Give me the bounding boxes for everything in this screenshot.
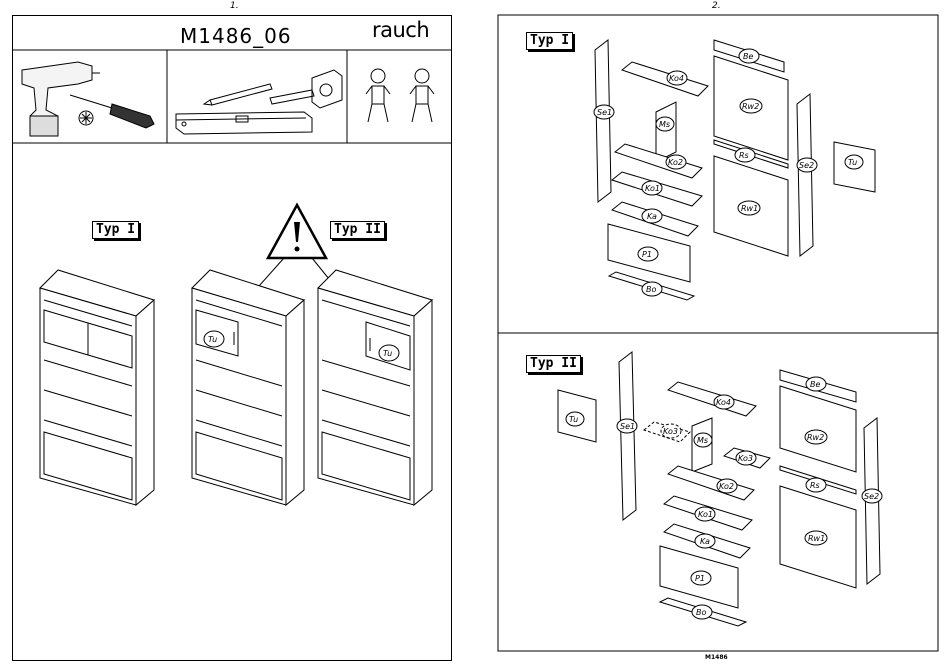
part-label: Rs	[810, 481, 820, 490]
part-label: Ms	[659, 120, 670, 129]
typ1-label-left: Typ I	[92, 221, 139, 239]
person-icon	[410, 69, 434, 122]
typ2-label-right: Typ II	[526, 355, 581, 373]
footer-code: M1486	[705, 654, 728, 661]
part-label: Be	[810, 380, 820, 389]
part-label: Rs	[739, 151, 749, 160]
part-label: Ka	[700, 537, 710, 546]
cabinet-typ2	[318, 270, 432, 505]
warning-icon	[268, 205, 326, 258]
part-label: Ko1	[645, 184, 660, 193]
spirit-level-icon	[176, 112, 312, 134]
part-label: Tu	[848, 158, 857, 167]
torx-bit-icon	[79, 111, 93, 125]
tape-measure-icon	[270, 70, 342, 108]
part-label: Ko1	[698, 510, 713, 519]
cabinet-typ1-door	[192, 270, 304, 505]
part-label: P1	[642, 250, 652, 259]
person-icon	[366, 69, 390, 122]
part-label: Ko2	[668, 158, 683, 167]
part-label: Se1	[597, 108, 612, 117]
part-label: Ms	[697, 436, 708, 445]
part-label: Rw2	[807, 433, 824, 442]
typ1-label-right: Typ I	[526, 32, 573, 50]
part-label: Bo	[696, 608, 706, 617]
part-label: Tu	[569, 415, 578, 424]
cabinet-typ1	[40, 270, 154, 505]
part-label: Se2	[864, 492, 879, 501]
door-label: Tu	[383, 349, 392, 358]
part-label: Rw1	[741, 204, 758, 213]
part-label: Ko4	[669, 74, 684, 83]
part-label: Ka	[647, 212, 657, 221]
typ2-label-left: Typ II	[330, 221, 385, 239]
part-label: Ko4	[716, 398, 731, 407]
part-label: Ko3	[663, 427, 678, 436]
door-label: Tu	[208, 335, 217, 344]
typ1-exploded-view	[595, 40, 875, 300]
part-label: Rw2	[742, 102, 759, 111]
part-label: Bo	[646, 285, 656, 294]
part-label: Se1	[620, 422, 635, 431]
part-label: Rw1	[808, 534, 825, 543]
part-label: Be	[743, 52, 753, 61]
pencil-icon	[204, 84, 272, 105]
part-label: Ko3	[738, 454, 753, 463]
part-label: Se2	[799, 161, 814, 170]
part-label: Ko2	[719, 482, 734, 491]
part-label: P1	[695, 574, 705, 583]
